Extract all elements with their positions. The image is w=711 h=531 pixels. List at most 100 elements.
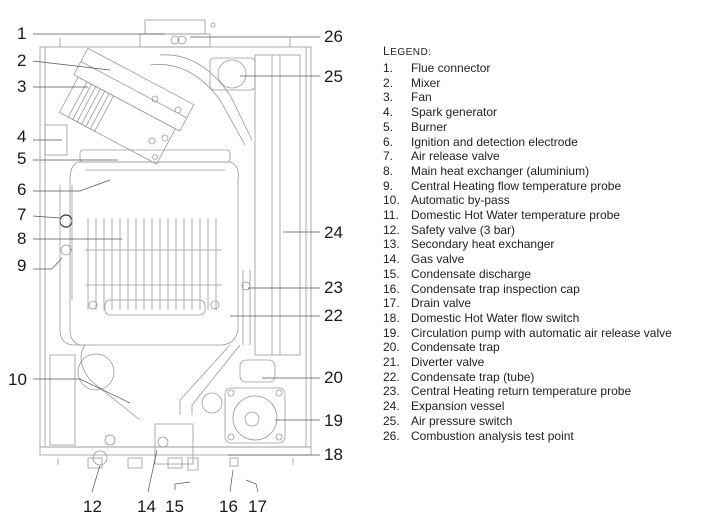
callout-2: 2 [17, 51, 27, 70]
legend-item-label: Diverter valve [411, 355, 485, 370]
legend-item-number: 13. [383, 237, 400, 252]
legend-item: 10. Automatic by-pass [383, 193, 708, 208]
legend-item-label: Flue connector [411, 61, 491, 75]
legend-item: 1. Flue connector [383, 61, 708, 76]
fan-assembly [58, 47, 195, 165]
callout-22: 22 [324, 306, 343, 325]
legend-item-number: 16. [383, 281, 400, 296]
legend-title: LEGEND: [383, 44, 708, 58]
callout-1: 1 [17, 24, 27, 43]
air-pressure-switch [209, 57, 256, 91]
legend-item: 23.Central Heating return temperature pr… [383, 384, 708, 399]
legend-item: 16. Condensate trap inspection cap [383, 282, 708, 297]
callout-6: 6 [17, 180, 27, 199]
legend-item-label: Burner [411, 119, 448, 134]
expansion-vessel [254, 54, 301, 356]
legend-item-number: 3. [383, 90, 394, 105]
legend-item: 26. Combustion analysis test point [383, 429, 708, 444]
legend-title-initial: L [383, 44, 391, 58]
callout-7: 7 [17, 205, 27, 224]
legend-item-label: Air release valve [411, 149, 500, 164]
legend-title-rest: EGEND: [390, 47, 432, 58]
leader-6 [33, 179, 111, 192]
legend-item: 6.Ignition and detection electrode [383, 135, 708, 150]
heat-exchanger-fins [85, 218, 222, 310]
legend-item: 24. Expansion vessel [383, 399, 708, 414]
callout-14: 14 [137, 497, 156, 516]
legend-item-number: 22. [383, 369, 400, 384]
leader-14 [147, 449, 158, 493]
casing [39, 46, 312, 448]
legend-item-label: Expansion vessel [411, 399, 505, 414]
boiler-diagram [32, 19, 320, 493]
callout-18: 18 [324, 445, 343, 464]
legend-item-number: 21. [383, 355, 400, 370]
legend-item: 3. Fan [383, 90, 708, 105]
legend-item-label: Domestic Hot Water flow switch [411, 310, 580, 325]
legend-item-number: 11. [383, 208, 399, 223]
legend-item: 18.Domestic Hot Water flow switch [383, 311, 708, 326]
legend-item-label: Ignition and detection electrode [411, 134, 578, 149]
callout-17: 17 [248, 497, 267, 516]
callout-15: 15 [165, 497, 184, 516]
legend-item-label: Automatic by-pass [411, 193, 510, 208]
legend-item-label: Combustion analysis test point [411, 428, 574, 443]
leader-15 [174, 481, 191, 490]
legend-item: 14. Gas valve [383, 252, 708, 267]
legend-item: 7.Air release valve [383, 149, 708, 164]
flue-connector [144, 19, 206, 35]
legend-item: 4. Spark generator [383, 105, 708, 120]
legend-item-number: 10. [383, 193, 400, 208]
legend-item: 8.Main heat exchanger (aluminium) [383, 164, 708, 179]
legend-item-label: Drain valve [411, 296, 472, 311]
legend-item-number: 8. [383, 163, 394, 178]
legend-item-label: Domestic Hot Water temperature probe [411, 208, 620, 223]
legend-item-number: 15. [383, 266, 400, 281]
callout-12: 12 [83, 497, 102, 516]
legend-item-number: 5. [383, 119, 394, 134]
leader-17 [245, 479, 259, 493]
automatic-bypass [77, 353, 115, 391]
legend-item-number: 1. [383, 61, 394, 75]
callout-26: 26 [324, 27, 343, 46]
callout-10: 10 [8, 370, 27, 389]
legend-item-number: 20. [383, 340, 400, 355]
leader-2 [32, 60, 111, 71]
legend-item-number: 2. [383, 75, 394, 90]
legend-item: 22. Condensate trap (tube) [383, 370, 708, 385]
legend-item-label: Condensate trap inspection cap [411, 281, 580, 296]
legend-item-number: 25. [383, 413, 400, 428]
condensate-trap [239, 359, 276, 383]
callout-3: 3 [17, 77, 27, 96]
legend-item: 13. Secondary heat exchanger [383, 237, 708, 252]
callout-8: 8 [17, 229, 27, 248]
callout-9: 9 [17, 256, 27, 275]
legend-item-label: Condensate discharge [411, 266, 532, 281]
leader-lines [32, 33, 320, 493]
legend-item-label: Gas valve [411, 252, 465, 267]
legend-item-label: Spark generator [411, 105, 498, 120]
main-heat-exchanger [69, 161, 239, 346]
gas-valve [154, 423, 194, 465]
legend-item-number: 4. [383, 105, 394, 120]
legend-item-number: 23. [383, 384, 400, 399]
legend-item: 20.Condensate trap [383, 340, 708, 355]
legend-item-label: Condensate trap (tube) [411, 369, 535, 384]
callout-24: 24 [324, 223, 343, 242]
legend-item-label: Secondary heat exchanger [411, 237, 555, 252]
legend-item: 19.Circulation pump with automatic air r… [383, 326, 708, 341]
legend-item: 11. Domestic Hot Water temperature probe [383, 208, 708, 223]
leader-9 [33, 257, 63, 270]
legend-item-number: 14. [383, 252, 400, 267]
legend-item-number: 26. [383, 428, 400, 443]
legend-item: 17.Drain valve [383, 296, 708, 311]
legend-item-label: Fan [411, 90, 432, 105]
callout-20: 20 [324, 368, 343, 387]
legend-item-number: 24. [383, 399, 400, 414]
legend-item: 25.Air pressure switch [383, 414, 708, 429]
callout-23: 23 [324, 278, 343, 297]
legend-item-label: Safety valve (3 bar) [411, 222, 516, 237]
legend-item: 5. Burner [383, 120, 708, 135]
